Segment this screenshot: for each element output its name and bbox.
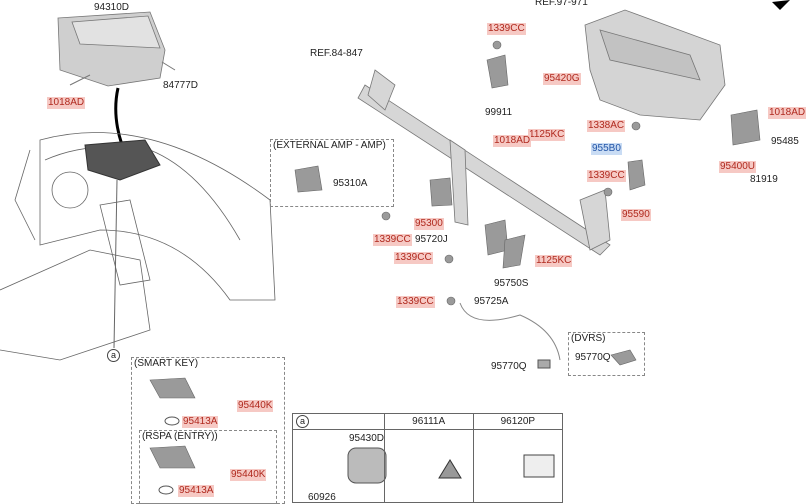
part-label: 95440K xyxy=(230,469,267,481)
part-label: 95485 xyxy=(771,136,799,147)
hvac-unit-drawing xyxy=(584,9,726,121)
part-label: 1339CC xyxy=(487,23,526,35)
ref-label: REF.84-847 xyxy=(310,48,363,59)
part-label: 95440K xyxy=(237,400,274,412)
part-label: 95310A xyxy=(333,178,368,189)
part-label: 95770Q xyxy=(491,361,527,372)
dashboard-drawing xyxy=(0,132,276,361)
part-label: 95413A xyxy=(178,485,215,497)
part-label: 1339CC xyxy=(394,252,433,264)
harness-95725a-line xyxy=(459,302,561,361)
part-label: 955B0 xyxy=(591,143,622,155)
table-header: a xyxy=(292,413,385,430)
part-label: 95590 xyxy=(621,209,651,221)
battery-icon xyxy=(158,485,174,495)
reference-circle-a: a xyxy=(107,349,120,362)
part-label: 94310D xyxy=(94,2,130,13)
part-label: 95400U xyxy=(719,161,757,173)
part-label: 1339CC xyxy=(587,170,626,182)
leader-line xyxy=(161,61,176,71)
part-label: 84777D xyxy=(163,80,199,91)
part-label: 95300 xyxy=(414,218,444,230)
part-label: 99911 xyxy=(485,107,513,118)
module-94310d-drawing xyxy=(57,11,166,87)
battery-icon xyxy=(164,416,180,426)
part-label: 95720J xyxy=(415,234,448,245)
part-label: 95750S xyxy=(494,278,529,289)
part-label: 95770Q xyxy=(575,352,611,363)
part-label: 1018AD xyxy=(768,107,807,119)
table-header: 96111A xyxy=(383,413,474,430)
part-label: 95420G xyxy=(543,73,581,85)
part-label: 95430D xyxy=(349,433,385,444)
parts-table: a 96111A 96120P xyxy=(292,413,564,503)
part-label: 1339CC xyxy=(373,234,412,246)
part-label: 81919 xyxy=(750,174,778,185)
table-cell xyxy=(383,429,474,503)
installed-module xyxy=(84,139,161,181)
table-header: 96120P xyxy=(472,413,564,430)
dvrs-group xyxy=(568,332,645,376)
part-label: 95413A xyxy=(182,416,219,428)
group-title: (SMART KEY) xyxy=(134,358,199,369)
small-parts-drawing xyxy=(149,40,761,469)
part-label: 95725A xyxy=(474,296,509,307)
part-label: 1018AD xyxy=(493,135,532,147)
part-label: 1125KC xyxy=(535,255,573,267)
ref-label: REF.97-971 xyxy=(535,0,588,8)
part-label: 1018AD xyxy=(47,97,86,109)
part-label: 60926 xyxy=(308,492,336,503)
callout-arrow xyxy=(114,87,124,146)
crossmember-drawing xyxy=(357,69,611,256)
group-title: (DVRS) xyxy=(571,333,606,344)
part-label: 1125KC xyxy=(528,129,566,141)
external-amp-group xyxy=(270,139,394,207)
group-title: (EXTERNAL AMP - AMP) xyxy=(273,140,386,151)
leader-line xyxy=(113,179,118,349)
arrow-icon xyxy=(772,0,790,10)
part-label: 1338AC xyxy=(587,120,626,132)
part-label: 1339CC xyxy=(396,296,435,308)
camera-connector xyxy=(537,359,551,369)
table-cell xyxy=(472,429,564,503)
leader-line xyxy=(69,74,91,86)
group-title: (RSPA (ENTRY)) xyxy=(142,431,218,442)
